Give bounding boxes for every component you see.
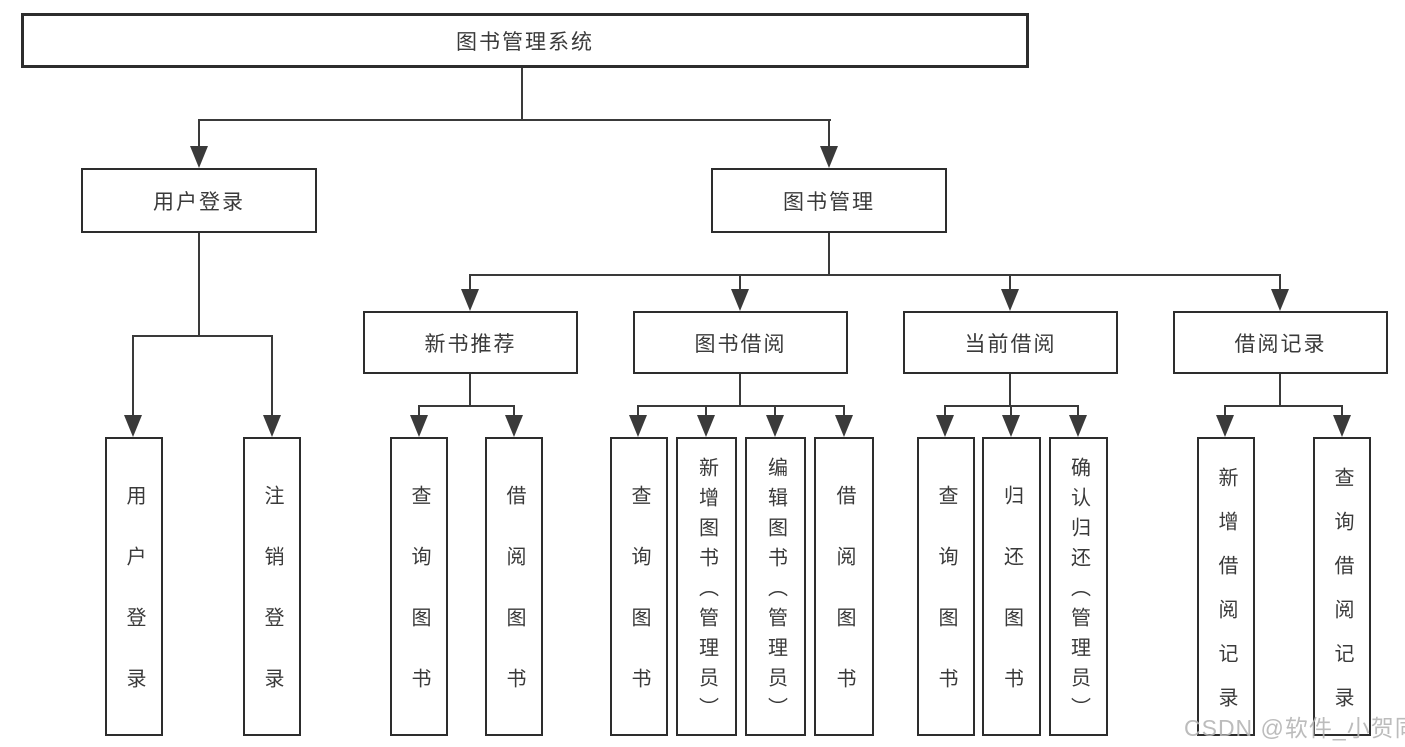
connector-drop-query1 (418, 405, 420, 417)
leaf-query-borrow-record: 查询借阅记录 (1313, 437, 1371, 736)
node-borrow-records-label: 借阅记录 (1234, 332, 1327, 356)
connector-drop-queryrecord (1341, 405, 1343, 417)
connector-drop-confirmreturn (1077, 405, 1079, 417)
connector-userlogin-branch (133, 335, 273, 337)
leaf-add-books-admin-label: 新增图书（管理员） (695, 456, 718, 727)
connector-userlogin-stem (198, 233, 200, 335)
node-borrow-records: 借阅记录 (1173, 311, 1388, 374)
node-book-borrow: 图书借阅 (633, 311, 848, 374)
leaf-borrow-books-1-label: 借阅图书 (503, 485, 525, 729)
connector-root-stem (521, 68, 523, 120)
connector-drop-borrow2 (843, 405, 845, 417)
connector-drop-query2 (637, 405, 639, 417)
connector-drop-currentborrow (1009, 274, 1011, 291)
leaf-edit-books-admin-label: 编辑图书（管理员） (764, 456, 787, 727)
connector-bookborrow-branch (638, 405, 845, 407)
connector-currentborrow-branch (945, 405, 1079, 407)
leaf-query-books-1: 查询图书 (390, 437, 448, 736)
leaf-borrow-books-2-label: 借阅图书 (833, 485, 855, 729)
arrowhead-bookborrow (731, 289, 749, 311)
connector-drop-return (1010, 405, 1012, 417)
node-user-login-label: 用户登录 (153, 190, 245, 214)
leaf-logout-label: 注销登录 (261, 485, 283, 729)
node-root: 图书管理系统 (21, 13, 1029, 68)
arrowhead-return (1002, 415, 1020, 437)
connector-drop-leaf-logout (271, 335, 273, 417)
arrowhead-borrow1 (505, 415, 523, 437)
arrowhead-addrecord (1216, 415, 1234, 437)
leaf-query-books-3-label: 查询图书 (935, 485, 957, 729)
arrowhead-user-login (190, 146, 208, 168)
arrowhead-query2 (629, 415, 647, 437)
node-current-borrow-label: 当前借阅 (964, 332, 1057, 356)
leaf-query-books-2-label: 查询图书 (628, 485, 650, 729)
arrowhead-leaf-logout (263, 415, 281, 437)
connector-drop-borrow1 (513, 405, 515, 417)
arrowhead-confirmreturn (1069, 415, 1087, 437)
node-user-login: 用户登录 (81, 168, 317, 233)
arrowhead-addbook (697, 415, 715, 437)
leaf-borrow-books-1: 借阅图书 (485, 437, 543, 736)
connector-drop-borrowrecords (1279, 274, 1281, 291)
connector-drop-user-login (198, 119, 200, 149)
arrowhead-query3 (936, 415, 954, 437)
leaf-query-books-3: 查询图书 (917, 437, 975, 736)
node-current-borrow: 当前借阅 (903, 311, 1118, 374)
leaf-return-books-label: 归还图书 (1000, 485, 1023, 729)
leaf-add-borrow-record-label: 新增借阅记录 (1215, 466, 1237, 731)
leaf-return-books: 归还图书 (982, 437, 1041, 736)
connector-drop-leaf-login (132, 335, 134, 417)
node-book-management-label: 图书管理 (783, 190, 875, 214)
leaf-query-books-2: 查询图书 (610, 437, 668, 736)
arrowhead-leaf-login (124, 415, 142, 437)
leaf-borrow-books-2: 借阅图书 (814, 437, 874, 736)
leaf-query-borrow-record-label: 查询借阅记录 (1331, 466, 1353, 731)
arrowhead-book-mgmt (820, 146, 838, 168)
node-new-book-recommend-label: 新书推荐 (424, 332, 517, 356)
leaf-confirm-return-admin-label: 确认归还（管理员） (1067, 456, 1090, 727)
connector-borrowrecords-branch (1225, 405, 1343, 407)
connector-bookborrow-stem (739, 374, 741, 405)
connector-bookmgmt-stem (828, 233, 830, 274)
leaf-user-login: 用户登录 (105, 437, 163, 736)
connector-drop-book-mgmt (828, 119, 830, 149)
connector-root-branch (199, 119, 831, 121)
arrowhead-borrowrecords (1271, 289, 1289, 311)
arrowhead-newbookrec (461, 289, 479, 311)
connector-drop-addbook (705, 405, 707, 417)
connector-newbookrec-branch (419, 405, 515, 407)
arrowhead-currentborrow (1001, 289, 1019, 311)
leaf-query-books-1-label: 查询图书 (408, 485, 430, 729)
node-book-borrow-label: 图书借阅 (694, 332, 787, 356)
leaf-logout: 注销登录 (243, 437, 301, 736)
node-new-book-recommend: 新书推荐 (363, 311, 578, 374)
arrowhead-borrow2 (835, 415, 853, 437)
connector-newbookrec-stem (469, 374, 471, 405)
arrowhead-query1 (410, 415, 428, 437)
connector-borrowrecords-stem (1279, 374, 1281, 405)
csdn-watermark: CSDN @软件_小贺同学 (1184, 715, 1405, 741)
leaf-add-borrow-record: 新增借阅记录 (1197, 437, 1255, 736)
connector-drop-query3 (944, 405, 946, 417)
leaf-user-login-label: 用户登录 (123, 485, 145, 729)
connector-drop-addrecord (1224, 405, 1226, 417)
leaf-add-books-admin: 新增图书（管理员） (676, 437, 737, 736)
arrowhead-queryrecord (1333, 415, 1351, 437)
connector-drop-bookborrow (739, 274, 741, 291)
connector-bookmgmt-branch (470, 274, 1281, 276)
node-root-label: 图书管理系统 (456, 30, 594, 54)
connector-drop-newbookrec (469, 274, 471, 291)
connector-drop-editbook (774, 405, 776, 417)
leaf-edit-books-admin: 编辑图书（管理员） (745, 437, 806, 736)
arrowhead-editbook (766, 415, 784, 437)
connector-currentborrow-stem (1009, 374, 1011, 405)
node-book-management: 图书管理 (711, 168, 947, 233)
leaf-confirm-return-admin: 确认归还（管理员） (1049, 437, 1108, 736)
